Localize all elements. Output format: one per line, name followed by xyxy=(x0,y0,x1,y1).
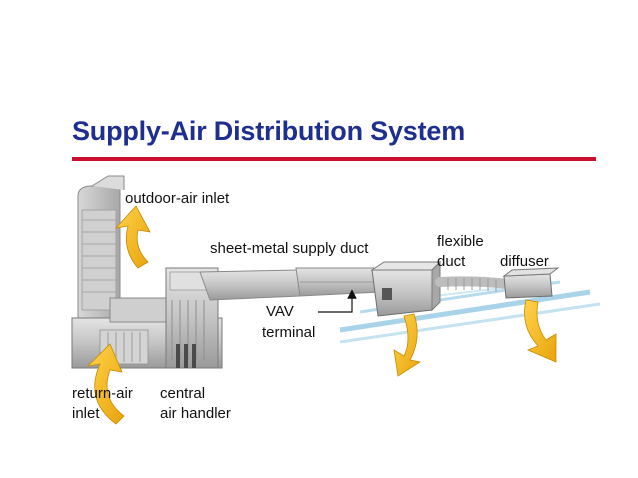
label-flexible-line2: duct xyxy=(437,253,466,270)
flexible-duct xyxy=(435,276,513,292)
airflow-arrows xyxy=(86,205,557,425)
diffuser-box xyxy=(502,267,560,299)
vav-terminal-box xyxy=(370,260,442,317)
label-air-handler-line2: air handler xyxy=(160,405,231,422)
vav-leader xyxy=(318,289,357,313)
label-flexible-line1: flexible xyxy=(437,233,484,250)
central-air-handler-unit xyxy=(71,267,223,369)
slide-title: Supply-Air Distribution System xyxy=(72,116,466,146)
sheet-metal-supply-duct xyxy=(199,267,381,301)
label-air-handler-line1: central xyxy=(160,385,206,402)
label-diffuser: diffuser xyxy=(500,253,549,270)
outdoor-air-arrow xyxy=(114,205,151,269)
diffuser-supply-arrow xyxy=(524,299,557,363)
label-return-air-line2: inlet xyxy=(72,405,100,422)
return-air-arrow xyxy=(86,343,125,425)
label-vav-line1: VAV xyxy=(266,303,294,320)
label-supply-duct: sheet-metal supply duct xyxy=(210,240,369,257)
label-outdoor-air-inlet: outdoor-air inlet xyxy=(125,190,230,207)
title-underline xyxy=(72,157,596,161)
vav-supply-arrow xyxy=(393,313,422,377)
outdoor-air-intake xyxy=(77,175,125,319)
label-vav-line2: terminal xyxy=(262,324,316,341)
label-return-air-line1: return-air xyxy=(72,385,133,402)
